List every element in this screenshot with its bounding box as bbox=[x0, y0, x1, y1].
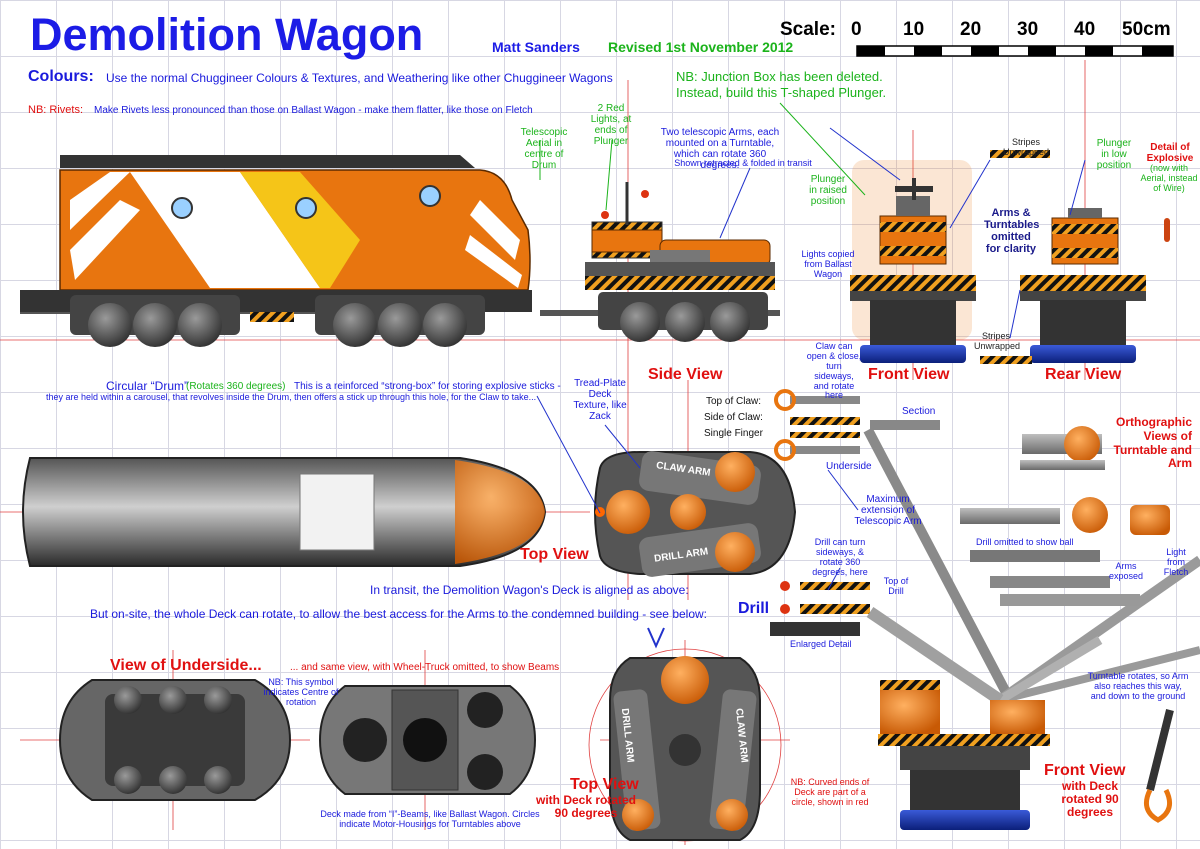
aerial-callout: Telescopic Aerial in centre of Drum bbox=[520, 127, 568, 171]
claw-can-callout: Claw can open & close, turn sideways, an… bbox=[806, 341, 862, 401]
turntable-rotates-note: Turntable rotates, so Arm also reaches t… bbox=[1087, 671, 1189, 701]
scale-tick: 30 bbox=[1017, 19, 1039, 40]
tread-plate-callout: Tread-Plate Deck Texture, like Zack bbox=[573, 378, 627, 422]
page-title: Demolition Wagon bbox=[30, 9, 424, 60]
rear-view-label: Rear View bbox=[1045, 366, 1122, 383]
front-view-rotated-sub: with Deck rotated 90 degrees bbox=[1061, 779, 1119, 820]
plunger-low-callout: Plunger in low position bbox=[1096, 138, 1132, 171]
locomotive-side-view bbox=[20, 155, 532, 347]
nb-symbol-note: NB: This symbol indicates Centre of rota… bbox=[263, 677, 339, 707]
top-of-claw-label: Top of Claw: bbox=[706, 396, 762, 407]
enlarged-detail-label: Enlarged Detail bbox=[790, 639, 852, 649]
telescopic-arm-drawing bbox=[863, 420, 1200, 823]
loco-bogie-left bbox=[70, 295, 240, 347]
underside-view-label: View of Underside... bbox=[110, 657, 262, 674]
arms-callout: Two telescopic Arms, each mounted on a T… bbox=[660, 127, 780, 171]
rivets-heading: NB: Rivets: bbox=[28, 104, 84, 116]
ortho-turntable-drawing bbox=[960, 426, 1170, 606]
front-view-rotated-label: Front View bbox=[1044, 762, 1126, 779]
beams-view-drawing bbox=[318, 685, 537, 795]
arms-transit-callout: Shown retracted & folded in transit bbox=[674, 158, 812, 168]
explosive-note: (now with Aerial, instead of Wire) bbox=[1140, 163, 1198, 193]
scale-tick: 10 bbox=[903, 19, 925, 40]
junction-note-line2: Instead, build this T-shaped Plunger. bbox=[676, 85, 887, 100]
top-view-label: Top View bbox=[520, 546, 589, 563]
top-view-drum bbox=[22, 457, 547, 567]
junction-note-line1: NB: Junction Box has been deleted. bbox=[676, 69, 883, 84]
in-transit-note: In transit, the Demolition Wagon's Deck … bbox=[370, 583, 689, 597]
drill-label: Drill bbox=[738, 600, 770, 617]
rivets-note: Make Rivets less pronounced than those o… bbox=[94, 105, 533, 116]
scale-tick: 0 bbox=[851, 19, 862, 40]
wagon-side-view bbox=[540, 182, 780, 342]
scale-tick: 40 bbox=[1074, 19, 1096, 40]
ortho-views-label: Orthographic Views of Turntable and Arm bbox=[1113, 415, 1192, 471]
explosive-title: Detail of Explosive bbox=[1146, 142, 1194, 164]
arms-omitted-callout: Arms & Turntables omitted for clarity bbox=[984, 207, 1040, 256]
max-extension-callout: Maximum extension of Telescopic Arm bbox=[854, 494, 922, 527]
single-finger-label: Single Finger bbox=[704, 428, 763, 439]
top-view-rotated-drawing bbox=[609, 656, 761, 841]
drum-note-line2: they are held within a carousel, that re… bbox=[46, 392, 537, 402]
drum-heading: Circular “Drum” bbox=[106, 379, 188, 393]
same-view-note: ... and same view, with Wheel-Truck omit… bbox=[290, 662, 560, 673]
top-of-drill-callout: Top of Drill bbox=[883, 576, 909, 596]
claw-drill-details bbox=[770, 389, 870, 636]
top-view-deck bbox=[594, 451, 797, 577]
lights-copied-callout: Lights copied from Ballast Wagon bbox=[801, 249, 855, 279]
on-site-note: But on-site, the whole Deck can rotate, … bbox=[90, 607, 708, 621]
underside-view-drawing bbox=[58, 679, 292, 801]
light-fletch-callout: Light from Fletch bbox=[1163, 547, 1189, 577]
scale-label: Scale: bbox=[780, 19, 836, 40]
author-name: Matt Sanders bbox=[492, 39, 580, 55]
front-view-drawing bbox=[850, 160, 976, 363]
top-view-rotated-sub: with Deck rotated 90 degrees bbox=[535, 793, 637, 821]
stripes-top-callout: Stripes Unwrapped bbox=[1002, 137, 1050, 157]
drill-omitted-callout: Drill omitted to show ball bbox=[976, 537, 1074, 547]
front-view-rotated-drawing bbox=[878, 680, 1050, 830]
colours-heading: Colours: bbox=[28, 68, 94, 85]
side-of-claw-label: Side of Claw: bbox=[704, 412, 763, 423]
underside-claw-label: Underside bbox=[826, 461, 872, 472]
side-view-label: Side View bbox=[648, 366, 723, 383]
scale-tick: 50cm bbox=[1122, 19, 1171, 40]
revision-date: Revised 1st November 2012 bbox=[608, 39, 794, 55]
nb-curved-ends-note: NB: Curved ends of Deck are part of a ci… bbox=[790, 777, 870, 807]
drill-can-callout: Drill can turn sideways, & rotate 360 de… bbox=[812, 537, 868, 577]
drum-note-line1: This is a reinforced “strong-box” for st… bbox=[294, 381, 561, 392]
front-view-label: Front View bbox=[868, 366, 950, 383]
rear-view-drawing bbox=[980, 150, 1170, 364]
scale-bar bbox=[856, 45, 1174, 57]
section-label: Section bbox=[902, 406, 936, 417]
deck-beams-note: Deck made from “I”-Beams, like Ballast W… bbox=[320, 809, 540, 829]
red-lights-callout: 2 Red Lights, at ends of Plunger bbox=[590, 103, 632, 147]
scale-tick: 20 bbox=[960, 19, 982, 40]
colours-note: Use the normal Chuggineer Colours & Text… bbox=[106, 71, 613, 85]
loco-bogie-right bbox=[315, 295, 485, 347]
arms-exposed-callout: Arms exposed bbox=[1108, 561, 1144, 581]
top-view-rotated-label: Top View bbox=[570, 776, 639, 793]
drum-rotates-note: (Rotates 360 degrees) bbox=[186, 381, 286, 392]
plunger-raised-callout: Plunger in raised position bbox=[809, 174, 847, 207]
stripes-bottom-callout: Stripes Unwrapped bbox=[974, 331, 1021, 351]
